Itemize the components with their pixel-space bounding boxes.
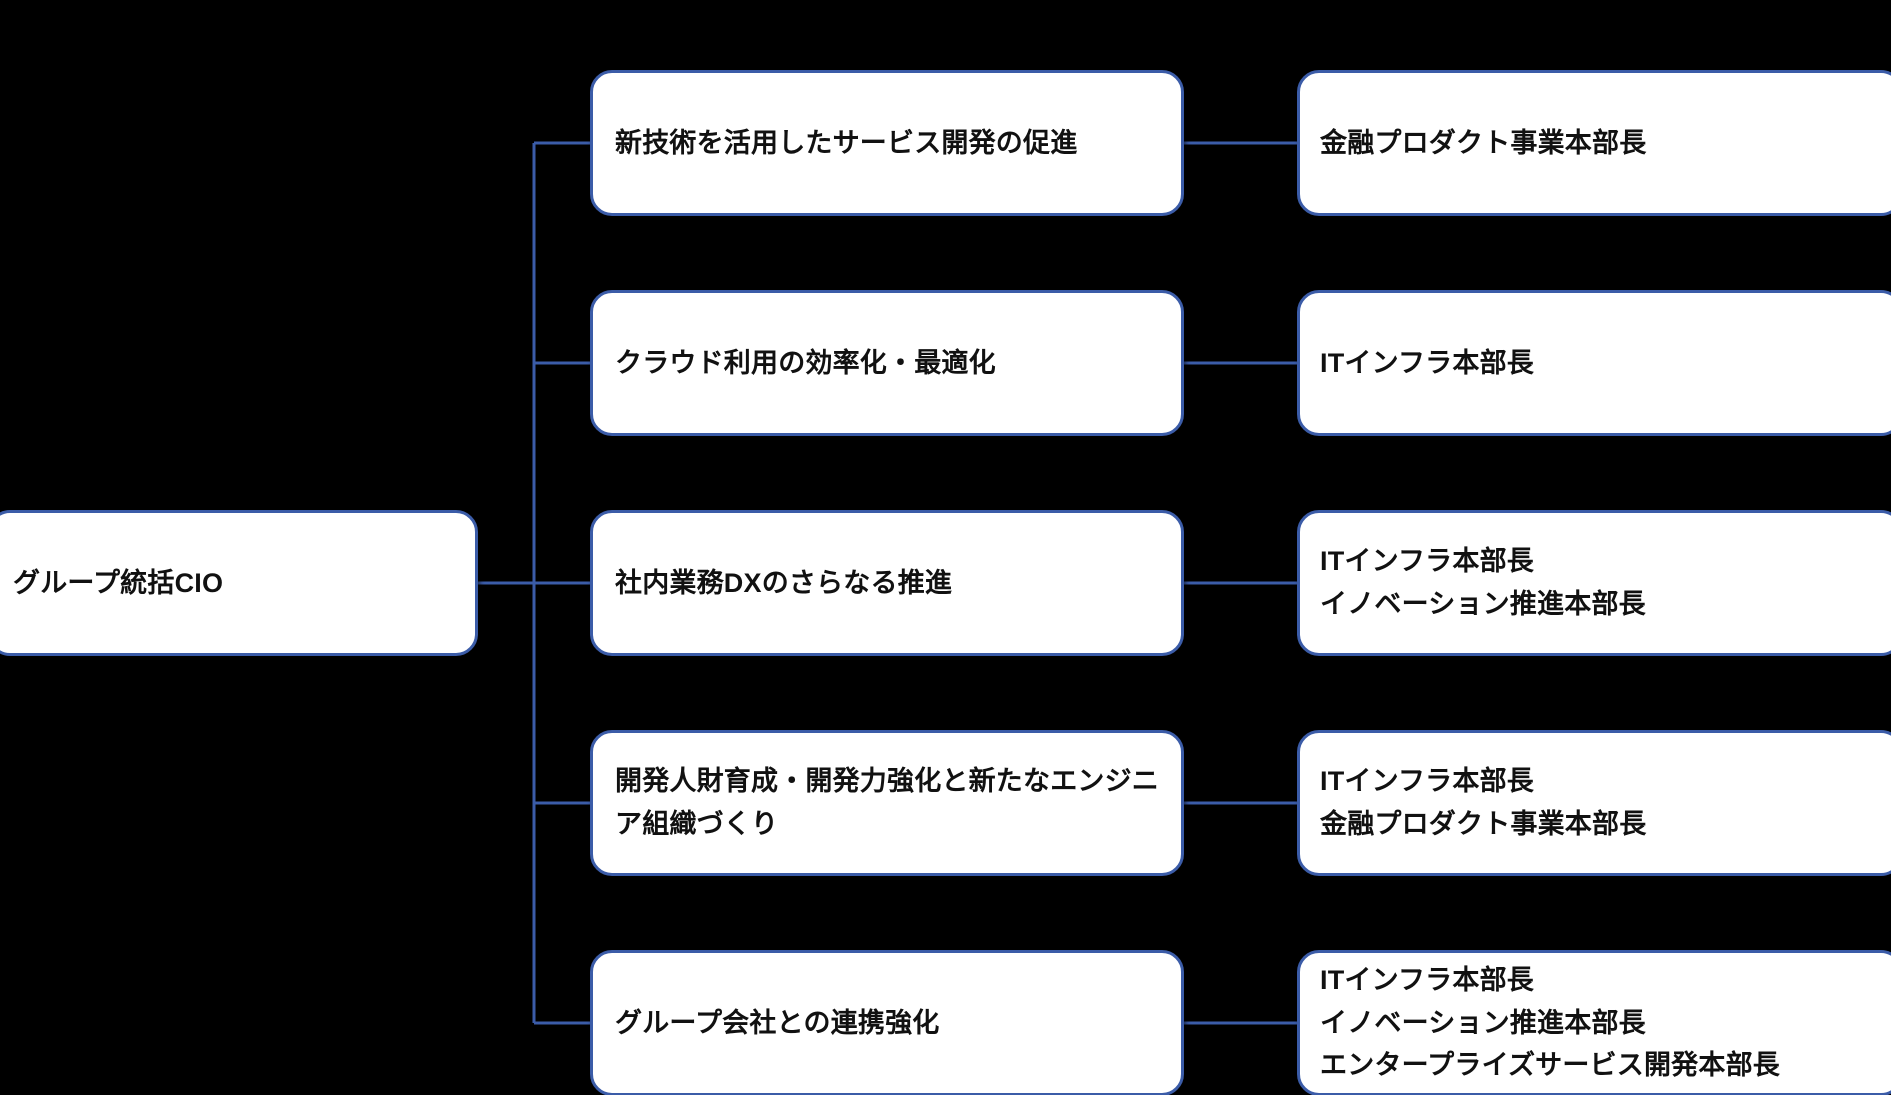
node-theme-3-label: 社内業務DXのさらなる推進 [615,567,953,598]
node-theme-1[interactable]: 新技術を活用したサービス開発の促進 [590,70,1184,216]
node-root[interactable]: グループ統括CIO [0,510,478,656]
node-owner-2[interactable]: ITインフラ本部長 [1297,290,1891,436]
node-owner-3-label: ITインフラ本部長 イノベーション推進本部長 [1320,546,1646,619]
node-theme-2[interactable]: クラウド利用の効率化・最適化 [590,290,1184,436]
node-theme-1-label: 新技術を活用したサービス開発の促進 [615,127,1078,158]
node-owner-1-label: 金融プロダクト事業本部長 [1320,127,1647,158]
node-theme-5-label: グループ会社との連携強化 [615,1007,940,1038]
node-theme-5[interactable]: グループ会社との連携強化 [590,950,1184,1095]
node-owner-2-label: ITインフラ本部長 [1320,347,1534,378]
node-theme-4[interactable]: 開発人財育成・開発力強化と新たなエンジニア組織づくり [590,730,1184,876]
node-theme-2-label: クラウド利用の効率化・最適化 [615,347,996,378]
node-owner-4[interactable]: ITインフラ本部長 金融プロダクト事業本部長 [1297,730,1891,876]
node-owner-1[interactable]: 金融プロダクト事業本部長 [1297,70,1891,216]
node-owner-4-label: ITインフラ本部長 金融プロダクト事業本部長 [1320,766,1647,839]
node-theme-3[interactable]: 社内業務DXのさらなる推進 [590,510,1184,656]
node-root-label: グループ統括CIO [13,567,224,598]
node-owner-3[interactable]: ITインフラ本部長 イノベーション推進本部長 [1297,510,1891,656]
node-theme-4-label: 開発人財育成・開発力強化と新たなエンジニア組織づくり [615,766,1159,839]
node-owner-5-label: ITインフラ本部長 イノベーション推進本部長 エンタープライズサービス開発本部長 [1320,965,1780,1081]
node-owner-5[interactable]: ITインフラ本部長 イノベーション推進本部長 エンタープライズサービス開発本部長 [1297,950,1891,1095]
